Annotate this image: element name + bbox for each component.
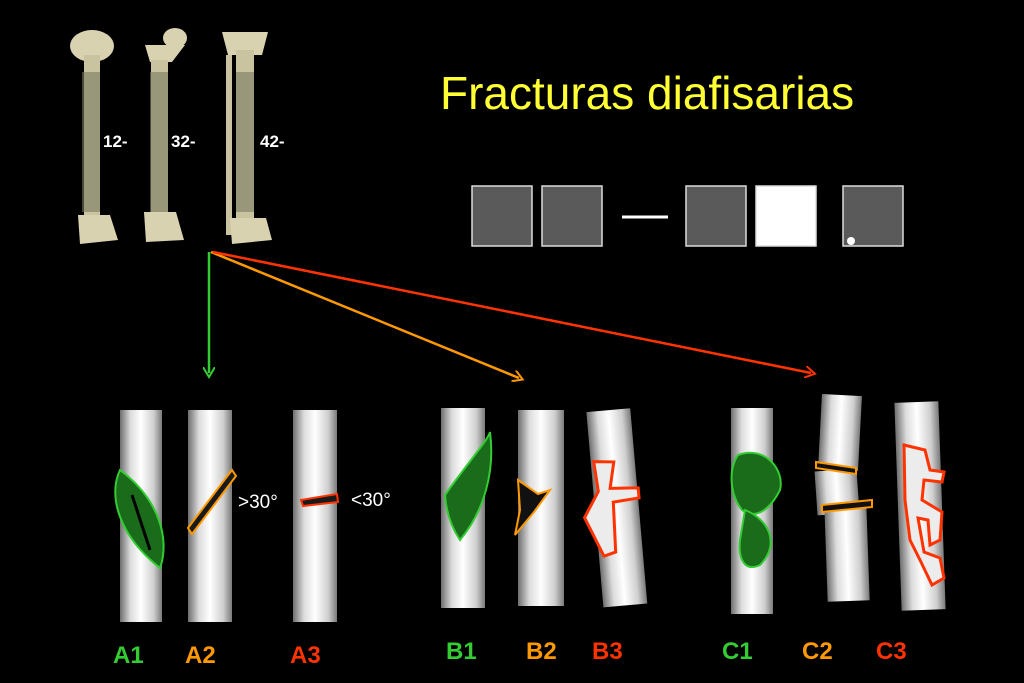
- fracture-b3-icon: [582, 408, 648, 608]
- tibia-fibula-icon: [222, 32, 272, 244]
- group-label-a2: A2: [185, 642, 216, 669]
- fracture-b2-icon: [514, 410, 564, 606]
- group-label-c2: C2: [802, 638, 833, 665]
- fracture-arrow-icon: [210, 250, 519, 378]
- bone-label-humerus: 12-: [103, 132, 128, 151]
- humerus-icon: [70, 30, 118, 244]
- code-box-4: [755, 185, 817, 247]
- fracture-c2-icon: [814, 394, 873, 602]
- fracture-a3-icon: [293, 410, 340, 622]
- fracture-a2-icon: [186, 410, 238, 622]
- code-boxes: [471, 185, 904, 247]
- code-box-2: [541, 185, 603, 247]
- code-box-5: [842, 185, 904, 247]
- bone-label-tibia: 42-: [260, 132, 285, 151]
- group-label-a3: A3: [290, 642, 321, 669]
- code-box-3: [685, 185, 747, 247]
- group-label-a1: A1: [113, 642, 144, 669]
- fracture-c3-icon: [894, 401, 946, 611]
- fracture-c1-icon: [730, 408, 782, 614]
- group-label-c1: C1: [722, 638, 753, 665]
- code-box-1: [471, 185, 533, 247]
- code-dot: [847, 237, 855, 245]
- femur-icon: [144, 28, 187, 242]
- angle-label-a3: <30°: [351, 490, 391, 511]
- fracture-arrow-icon: [212, 250, 811, 373]
- angle-label-a2: >30°: [238, 492, 278, 513]
- group-label-b3: B3: [592, 638, 623, 665]
- bone-label-femur: 32-: [171, 132, 196, 151]
- page-title: Fracturas diafisarias: [440, 67, 855, 119]
- group-label-b1: B1: [446, 638, 477, 665]
- fracture-b1-icon: [441, 408, 493, 608]
- group-label-b2: B2: [526, 638, 557, 665]
- group-label-c3: C3: [876, 638, 907, 665]
- fracture-a1-icon: [114, 410, 165, 622]
